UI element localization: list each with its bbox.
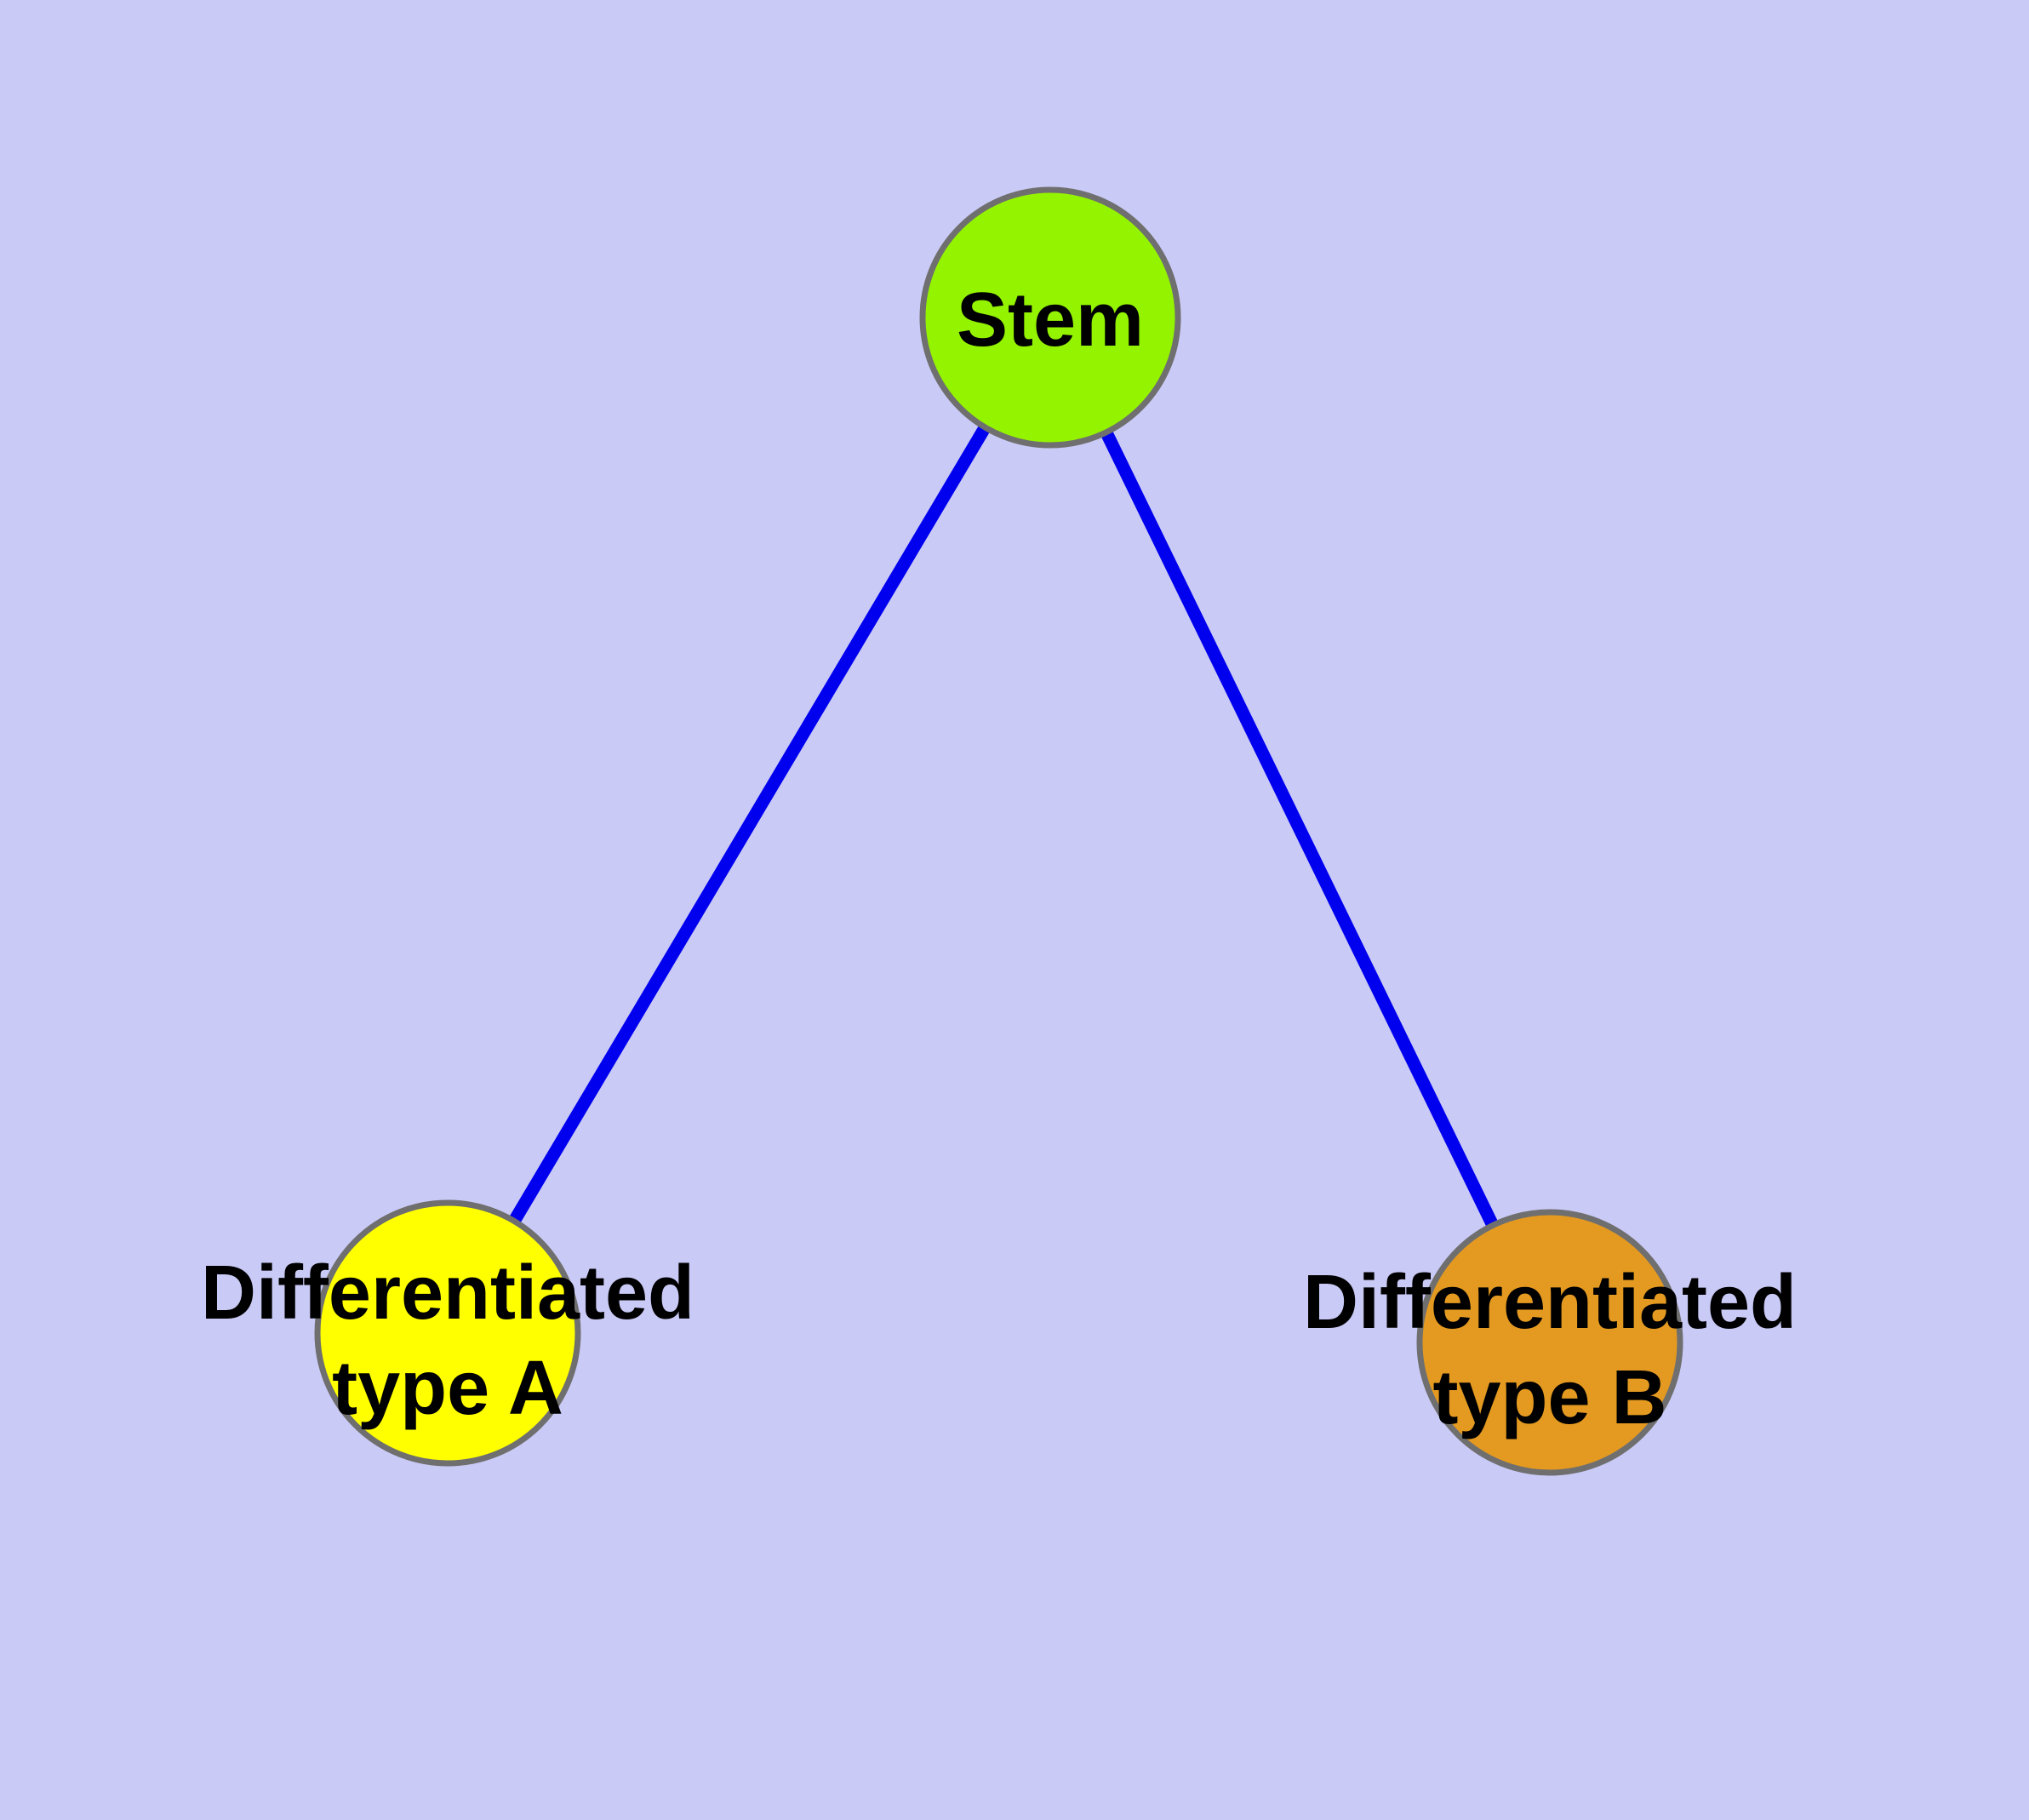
- edge-stem-to-type-b: [1044, 314, 1556, 1346]
- node-differentiated-type-a-circle[interactable]: [314, 1199, 581, 1467]
- node-stem[interactable]: Stem: [919, 186, 1181, 449]
- edge-stem-to-type-a: [442, 314, 1056, 1336]
- node-differentiated-type-b-label-line2: type B: [1432, 1355, 1666, 1440]
- node-differentiated-type-a-label-line1: Differentiated: [201, 1251, 694, 1336]
- node-stem-circle[interactable]: [919, 186, 1181, 449]
- node-differentiated-type-b-circle[interactable]: [1416, 1209, 1683, 1476]
- node-differentiated-type-a-label-line2: type A: [332, 1346, 563, 1431]
- node-differentiated-type-b[interactable]: Differentiated type B: [1303, 1209, 1797, 1476]
- node-stem-label: Stem: [957, 278, 1144, 363]
- node-differentiated-type-b-label-line1: Differentiated: [1303, 1260, 1797, 1345]
- node-differentiated-type-a[interactable]: Differentiated type A: [201, 1199, 694, 1467]
